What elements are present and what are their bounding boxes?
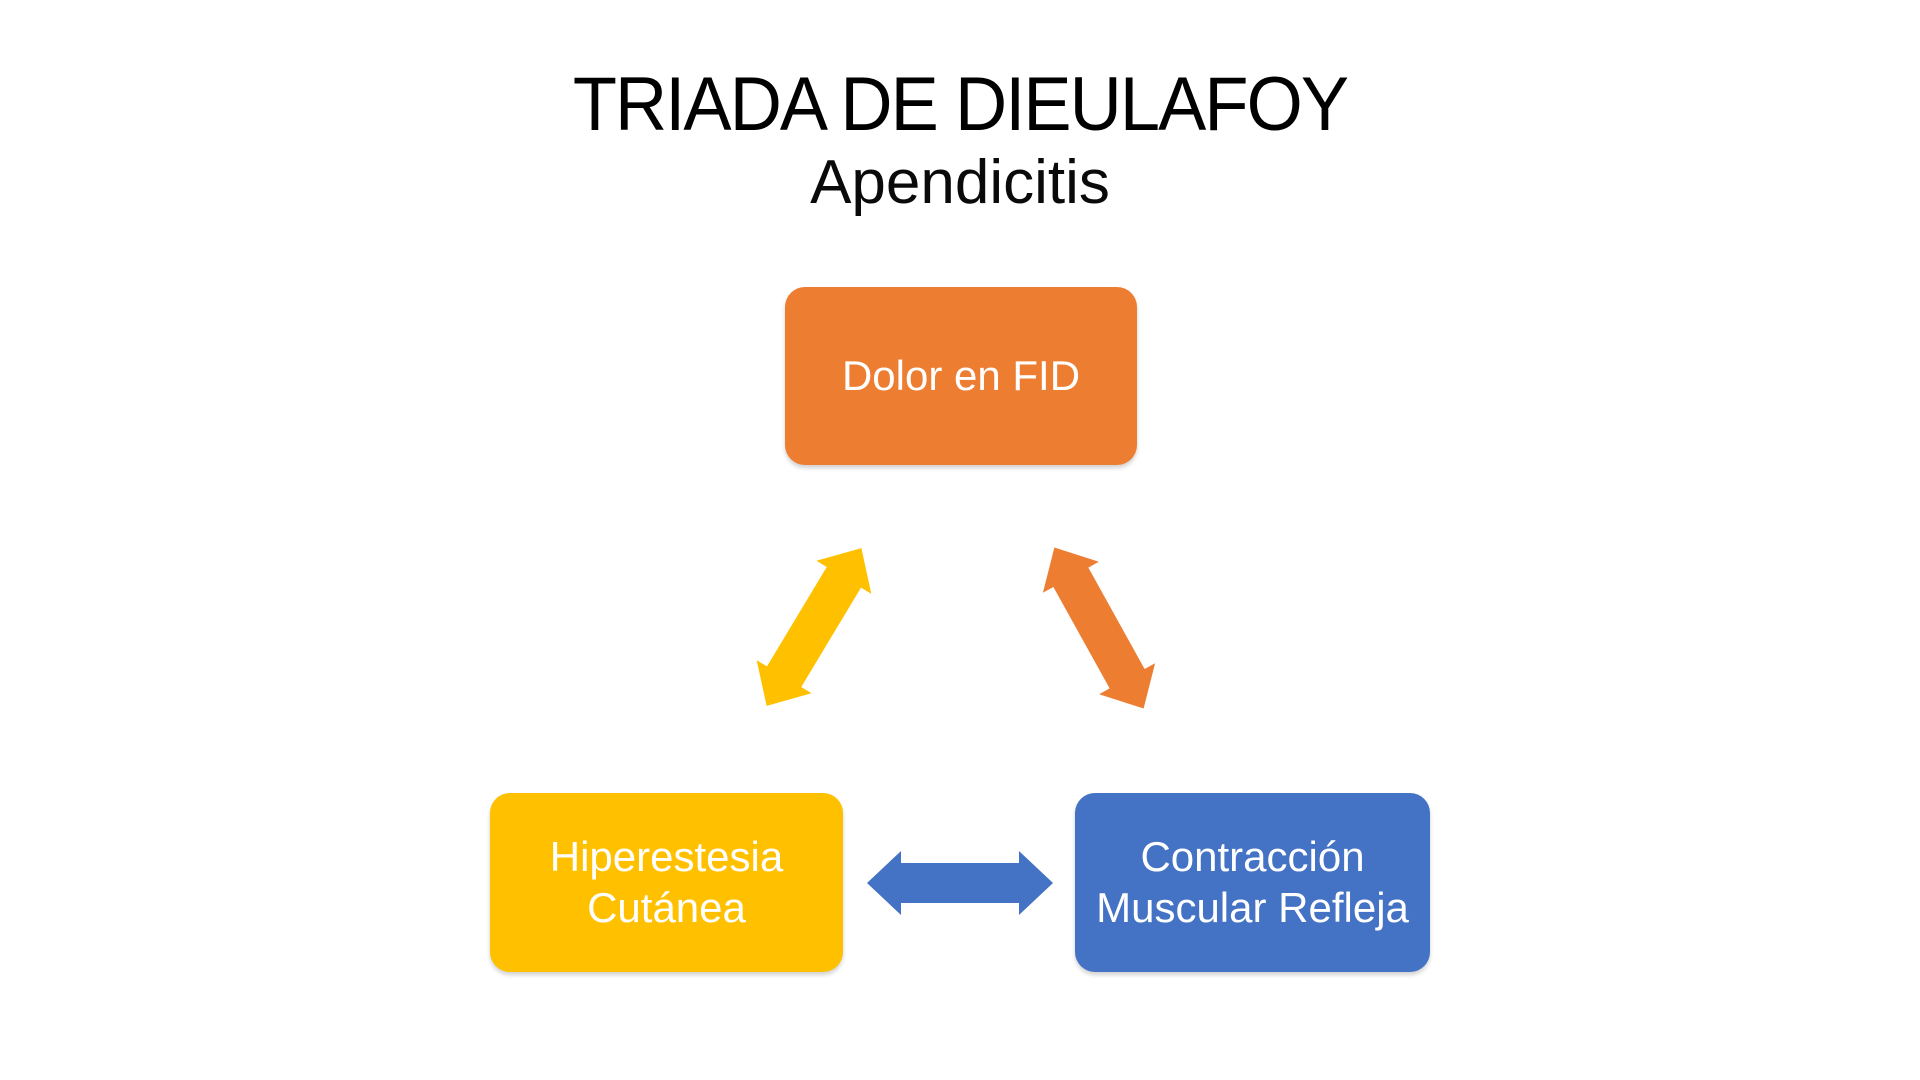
node-dolor-en-fid: Dolor en FID — [785, 287, 1137, 465]
slide-header: TRIADA DE DIEULAFOY Apendicitis — [0, 62, 1920, 217]
slide-subtitle: Apendicitis — [810, 148, 1110, 218]
node-contraccion-muscular-refleja-label: Contracción Muscular Refleja — [1096, 833, 1409, 931]
double-arrow-icon-top-to-bottom-left — [756, 548, 872, 706]
node-contraccion-muscular-refleja: Contracción Muscular Refleja — [1075, 793, 1430, 972]
node-dolor-en-fid-label: Dolor en FID — [841, 351, 1081, 399]
double-arrow-icon-bottom-horizontal — [867, 851, 1053, 915]
double-arrow-icon-top-to-bottom-right — [1042, 547, 1156, 709]
node-hiperestesia-cutanea: Hiperestesia Cutánea — [490, 793, 843, 972]
slide-title: TRIADA DE DIEULAFOY — [572, 62, 1349, 147]
node-hiperestesia-cutanea-label: Hiperestesia Cutánea — [549, 833, 784, 931]
